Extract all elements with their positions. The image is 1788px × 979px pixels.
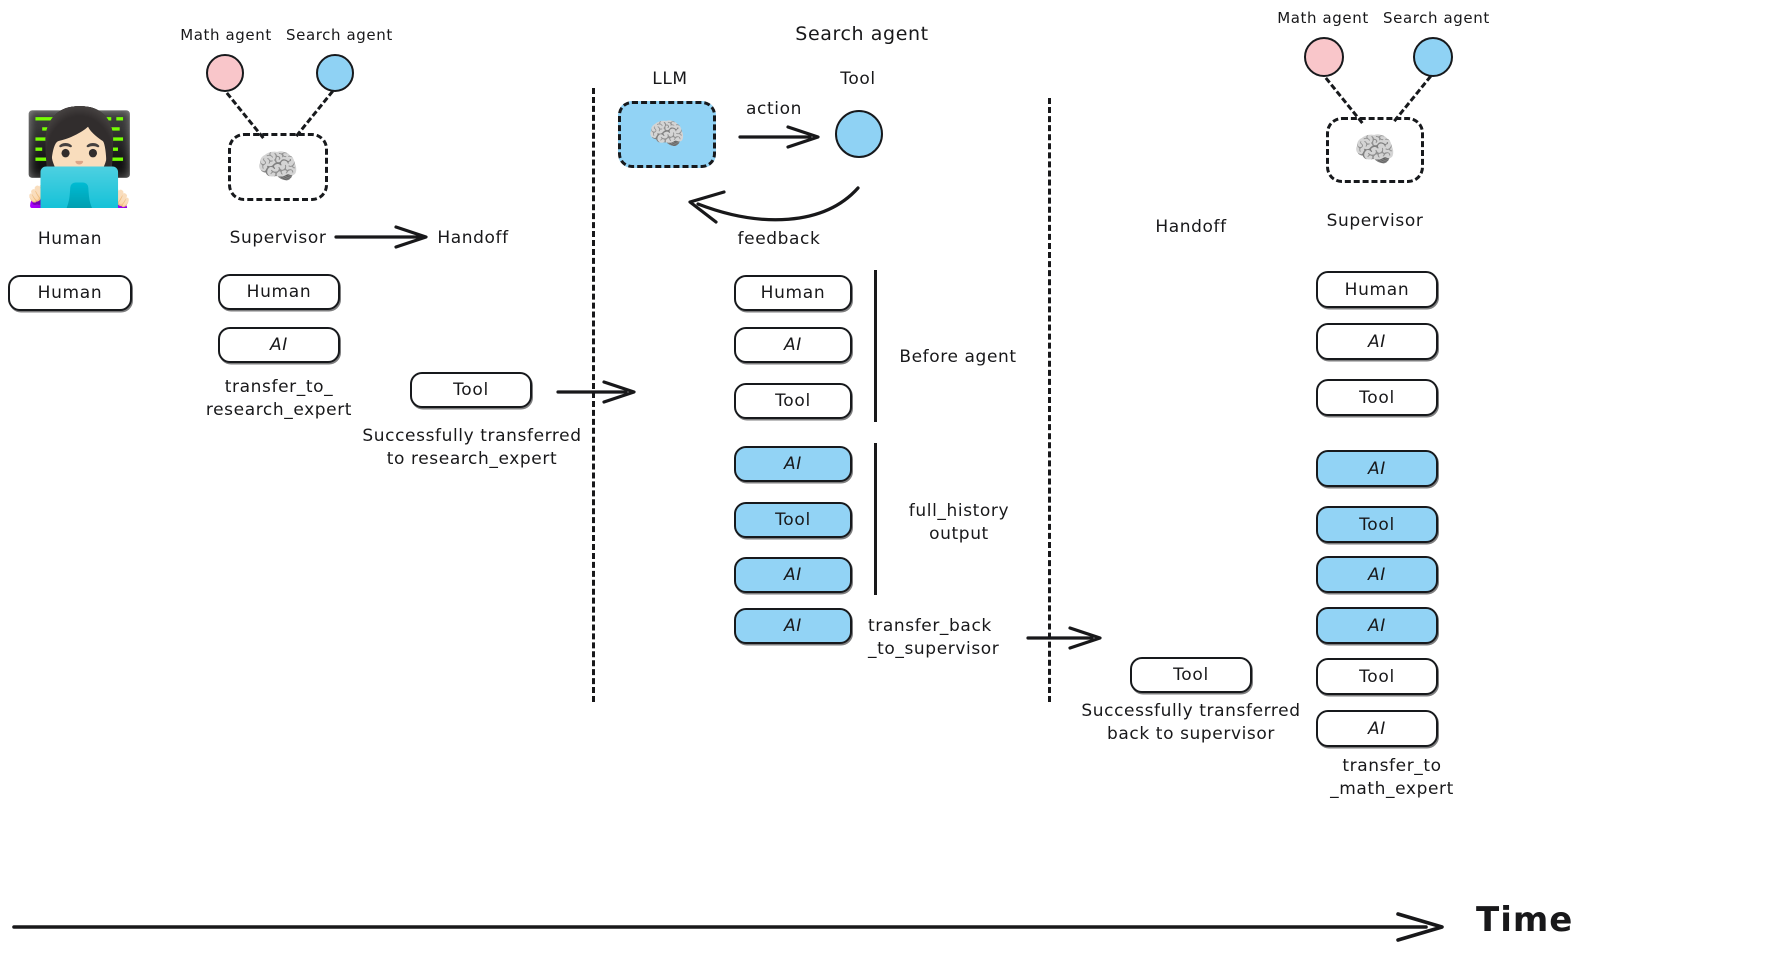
- action-arrow: [738, 125, 820, 149]
- message-box[interactable]: Tool: [1316, 506, 1438, 543]
- before-agent-label: Before agent: [899, 347, 1017, 367]
- math-agent-connector: [225, 92, 265, 139]
- human-avatar: 👩🏻‍💻: [22, 104, 137, 211]
- math-agent-circle[interactable]: [206, 54, 244, 92]
- handoff-tool-box-right[interactable]: Tool: [1130, 657, 1252, 693]
- search-agent-circle[interactable]: [1413, 37, 1453, 77]
- feedback-label: feedback: [737, 229, 821, 249]
- message-box[interactable]: AI: [734, 327, 852, 363]
- transfer-back-arrow: [1026, 626, 1102, 650]
- message-box[interactable]: AI: [734, 557, 852, 593]
- feedback-arrow: [688, 186, 860, 224]
- message-box[interactable]: AI: [1316, 323, 1438, 360]
- message-box[interactable]: AI: [734, 446, 852, 482]
- supervisor-label: Supervisor: [1326, 211, 1424, 231]
- search-agent-circle[interactable]: [316, 54, 354, 92]
- message-box[interactable]: AI: [218, 327, 340, 363]
- math-agent-label: Math agent: [1277, 9, 1369, 27]
- full-history-bracket: [874, 443, 877, 595]
- transfer-to-research-expert-caption: transfer_to_ research_expert: [205, 377, 353, 420]
- supervisor-to-handoff-arrow: [334, 225, 428, 249]
- math-agent-circle[interactable]: [1304, 37, 1344, 77]
- time-divider-left: [592, 88, 595, 702]
- supervisor-box[interactable]: 🧠: [1326, 117, 1424, 183]
- tool-label: Tool: [840, 69, 876, 89]
- message-box[interactable]: AI: [734, 608, 852, 644]
- time-axis-label: Time: [1476, 900, 1574, 940]
- message-box[interactable]: Human: [218, 274, 340, 310]
- supervisor-label: Supervisor: [229, 228, 327, 248]
- time-axis-arrow: [12, 912, 1444, 942]
- action-label: action: [746, 99, 802, 119]
- tool-circle[interactable]: [835, 110, 883, 158]
- before-agent-bracket: [874, 270, 877, 422]
- transfer-back-to-supervisor-caption: transfer_back _to_supervisor: [868, 616, 1000, 659]
- brain-icon: 🧠: [648, 116, 686, 152]
- search-agent-connector: [295, 90, 334, 138]
- message-box[interactable]: Human: [734, 275, 852, 311]
- message-box[interactable]: AI: [1316, 556, 1438, 593]
- message-box[interactable]: Tool: [734, 383, 852, 419]
- llm-label: LLM: [652, 69, 688, 89]
- message-box[interactable]: Human: [1316, 271, 1438, 308]
- message-box[interactable]: AI: [1316, 710, 1438, 747]
- full-history-output-label: full_history output: [908, 501, 1010, 544]
- handoff-tool-box[interactable]: Tool: [410, 372, 532, 408]
- llm-box[interactable]: 🧠: [618, 101, 716, 168]
- message-box[interactable]: Tool: [1316, 379, 1438, 416]
- brain-icon: 🧠: [256, 147, 300, 187]
- message-box[interactable]: Tool: [734, 502, 852, 538]
- handoff-label-left: Handoff: [437, 228, 509, 248]
- brain-icon: 🧠: [1353, 130, 1397, 170]
- agent-panel-header: Search agent: [795, 23, 929, 45]
- supervisor-box[interactable]: 🧠: [228, 133, 328, 201]
- message-box[interactable]: Tool: [1316, 658, 1438, 695]
- message-box[interactable]: Human: [8, 275, 132, 311]
- message-box[interactable]: AI: [1316, 607, 1438, 644]
- search-agent-label: Search agent: [1383, 9, 1490, 27]
- message-box[interactable]: AI: [1316, 450, 1438, 487]
- human-figure-label: Human: [37, 229, 103, 249]
- math-agent-label: Math agent: [180, 26, 272, 44]
- handoff-into-agent-arrow: [556, 380, 636, 404]
- handoff-back-caption: Successfully transferred back to supervi…: [1081, 701, 1301, 744]
- search-agent-connector: [1393, 75, 1432, 123]
- transfer-to-math-expert-caption: transfer_to _math_expert: [1330, 756, 1454, 799]
- time-divider-right: [1048, 98, 1051, 702]
- handoff-label-right: Handoff: [1155, 217, 1227, 237]
- search-agent-label: Search agent: [286, 26, 393, 44]
- handoff-success-caption: Successfully transferred to research_exp…: [362, 426, 582, 469]
